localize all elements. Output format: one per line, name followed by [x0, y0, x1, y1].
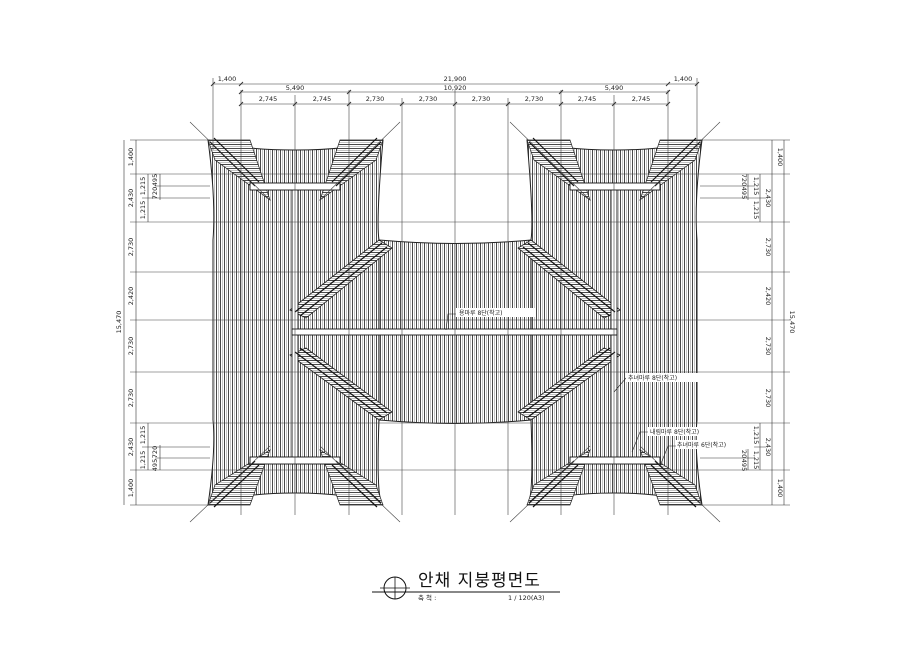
- grid-lines: [130, 78, 790, 523]
- ridge-right-bottom-bar: [569, 456, 661, 465]
- dim-mid-2: 10,920: [444, 84, 467, 92]
- dim-right-3: 2,730: [764, 238, 772, 257]
- dim-left-inner-4: 1,215: [139, 451, 147, 470]
- dim-low-1: 2,745: [259, 95, 278, 103]
- dim-right-1: 1,400: [776, 148, 784, 167]
- dim-left-5: 2,730: [127, 337, 135, 356]
- dim-left-total: 15,470: [115, 311, 123, 334]
- scale-label: 축 척 :: [418, 593, 436, 602]
- left-hip-band-lower: [289, 347, 393, 421]
- dim-right-small-1: 720: [740, 174, 748, 186]
- ridge-right-top-bar: [569, 182, 661, 191]
- dim-right-4: 2,420: [764, 287, 772, 306]
- title-block: 안채 지붕평면도 축 척 : 1 / 120(A3): [372, 571, 560, 602]
- dim-left-inner-1: 1,215: [139, 177, 147, 196]
- dim-top-3: 1,400: [674, 75, 693, 83]
- dim-low-2: 2,745: [313, 95, 332, 103]
- dim-right-7: 2,430: [764, 438, 772, 457]
- dim-right-inner-2: 1,215: [752, 201, 760, 220]
- dim-low-4: 2,730: [419, 95, 438, 103]
- dim-mid-1: 5,490: [286, 84, 305, 92]
- dim-left-small-1: 495: [151, 174, 159, 186]
- dim-right-5: 2,730: [764, 337, 772, 356]
- right-dimension-texts: 15,470 1,400 2,430 2,730 2,420 2,730 2,7…: [740, 148, 796, 498]
- dim-left-inner-3: 1,215: [139, 426, 147, 445]
- dim-right-inner-3: 1,215: [752, 426, 760, 445]
- dim-left-6: 2,730: [127, 389, 135, 408]
- dim-right-8: 1,400: [776, 479, 784, 498]
- dim-left-3: 2,730: [127, 238, 135, 257]
- ridge-main-horizontal: [291, 328, 618, 336]
- dim-right-total: 15,470: [788, 311, 796, 334]
- dim-top-1: 1,400: [218, 75, 237, 83]
- dim-left-7: 2,430: [127, 438, 135, 457]
- left-dimension-texts: 15,470 1,400 2,430 2,730 2,420 2,730 2,7…: [115, 148, 159, 498]
- dim-top-2: 21,900: [444, 75, 467, 83]
- dim-right-6: 2,730: [764, 389, 772, 408]
- dim-mid-3: 5,490: [605, 84, 624, 92]
- note-hip3: 추녀마루 6단(착고): [677, 441, 726, 449]
- dim-left-inner-2: 1,215: [139, 201, 147, 220]
- note-hip1: 추녀마루 8단(착고): [628, 374, 677, 382]
- drawing-title: 안채 지붕평면도: [418, 571, 541, 591]
- dim-left-small-2: 720: [151, 187, 159, 199]
- dim-left-small-4: 495: [151, 459, 159, 471]
- dim-low-8: 2,745: [632, 95, 651, 103]
- dim-low-5: 2,730: [472, 95, 491, 103]
- dim-right-2: 2,430: [764, 189, 772, 208]
- right-hip-band-lower: [517, 347, 621, 421]
- hip-ridges: [209, 137, 701, 508]
- dim-right-small-3: 720: [740, 446, 748, 458]
- dim-right-inner-1: 1,215: [752, 177, 760, 196]
- dim-left-4: 2,420: [127, 287, 135, 306]
- note-ridge: 용마루 8단(착고): [459, 309, 503, 317]
- left-dimension-lines: [123, 139, 210, 506]
- note-hip2: 내림마루 8단(착고): [650, 428, 699, 436]
- dim-left-1: 1,400: [127, 148, 135, 167]
- top-dimension-texts: 1,400 21,900 1,400 5,490 10,920 5,490 2,…: [218, 75, 693, 103]
- dim-low-6: 2,730: [525, 95, 544, 103]
- dim-right-small-2: 495: [740, 187, 748, 199]
- dim-low-3: 2,730: [366, 95, 385, 103]
- dim-right-inner-4: 1,215: [752, 451, 760, 470]
- top-dimension-lines: [210, 81, 700, 107]
- leader-notes: 용마루 8단(착고) 추녀마루 8단(착고) 내림마루 8단(착고) 추녀마루 …: [445, 308, 754, 467]
- dim-left-8: 1,400: [127, 479, 135, 498]
- dim-left-2: 2,430: [127, 189, 135, 208]
- dim-right-small-4: 495: [740, 459, 748, 471]
- scale-value: 1 / 120(A3): [508, 594, 545, 602]
- dim-low-7: 2,745: [578, 95, 597, 103]
- dim-left-small-3: 720: [151, 446, 159, 458]
